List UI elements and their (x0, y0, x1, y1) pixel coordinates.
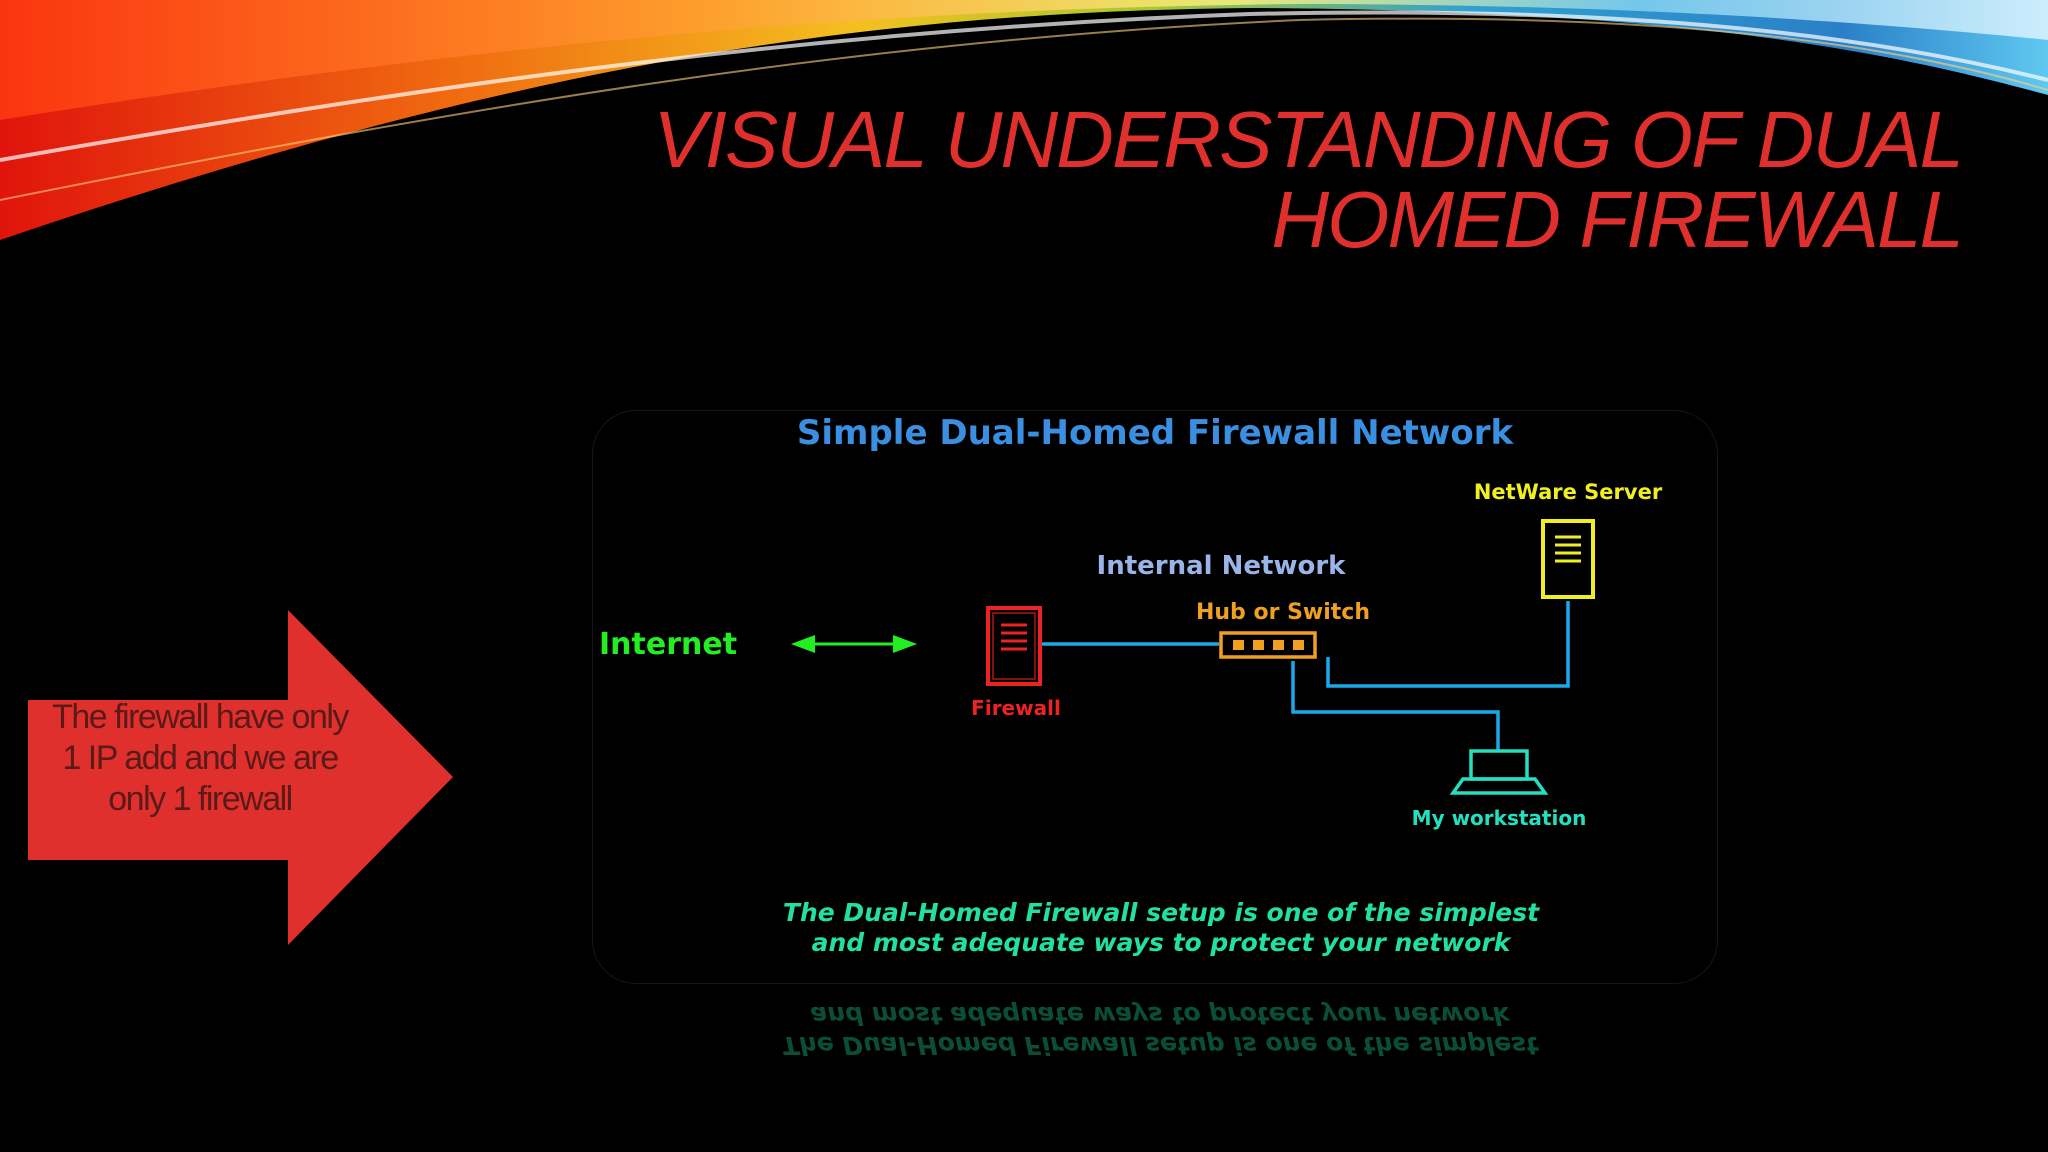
hub-label: Hub or Switch (1196, 600, 1370, 625)
reflection-line-2: and most adequate ways to protect your n… (811, 1001, 1511, 1030)
diagram-caption-line-1: The Dual-Homed Firewall setup is one of … (783, 898, 1540, 927)
network-diagram: Simple Dual-Homed Firewall Network Inter… (599, 413, 1663, 957)
slide-title-line-1: VISUAL UNDERSTANDING OF DUAL (653, 95, 1964, 184)
diagram-caption-line-2: and most adequate ways to protect your n… (812, 928, 1512, 957)
arrow-callout-text: The firewall have only 1 IP add and we a… (52, 698, 349, 818)
diagram-title: Simple Dual-Homed Firewall Network (797, 413, 1515, 453)
internal-network-label: Internal Network (1097, 551, 1347, 581)
slide-title-line-2: HOMED FIREWALL (1271, 175, 1964, 264)
workstation-label: My workstation (1412, 806, 1587, 830)
network-links (1042, 601, 1570, 751)
server-label: NetWare Server (1474, 480, 1663, 504)
server-icon (1541, 519, 1595, 599)
network-diagram-panel: Simple Dual-Homed Firewall Network Inter… (592, 410, 1718, 984)
right-arrow-shape (28, 610, 453, 945)
decorative-swoosh (0, 0, 2048, 240)
firewall-label: Firewall (971, 696, 1061, 720)
diagram-reflection: The Dual-Homed Firewall setup is one of … (592, 985, 1716, 1095)
hub-switch-icon (1219, 631, 1317, 659)
reflection-line-1: The Dual-Homed Firewall setup is one of … (782, 1031, 1539, 1060)
firewall-device-icon (986, 606, 1042, 686)
internet-label: Internet (599, 627, 737, 662)
bidirectional-arrow (791, 635, 917, 653)
laptop-icon (1449, 749, 1549, 795)
